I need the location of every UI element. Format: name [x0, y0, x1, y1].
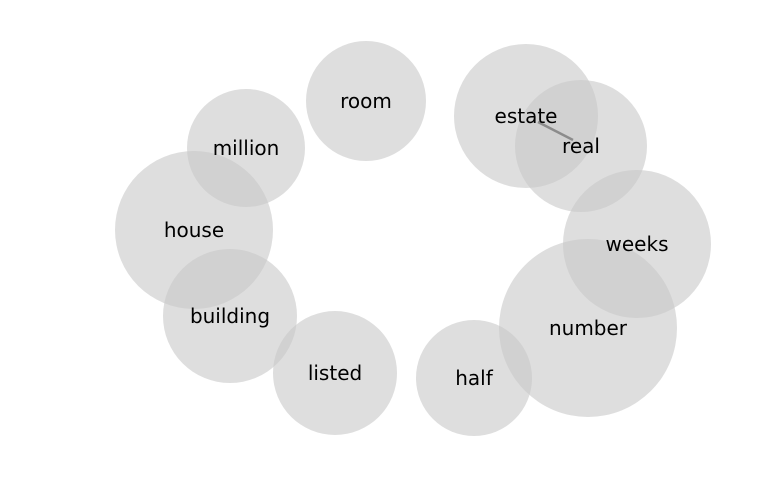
bubble-number: [499, 239, 677, 417]
bubble-building: [163, 249, 297, 383]
label-house: house: [164, 218, 224, 242]
bubble-layer: [115, 41, 711, 436]
label-layer: room estate million real house weeks building n…: [164, 89, 669, 390]
bubble-half: [416, 320, 532, 436]
link-estate-real: [537, 120, 574, 142]
link-layer: [537, 120, 574, 142]
bubble-listed: [273, 311, 397, 435]
label-million: million: [213, 136, 280, 160]
label-number: number: [549, 316, 628, 340]
label-building: building: [190, 304, 270, 328]
label-weeks: weeks: [606, 232, 669, 256]
label-estate: estate: [495, 104, 558, 128]
label-real: real: [562, 134, 600, 158]
label-room: room: [340, 89, 392, 113]
label-listed: listed: [308, 361, 362, 385]
bubble-room: [306, 41, 426, 161]
label-half: half: [455, 366, 493, 390]
